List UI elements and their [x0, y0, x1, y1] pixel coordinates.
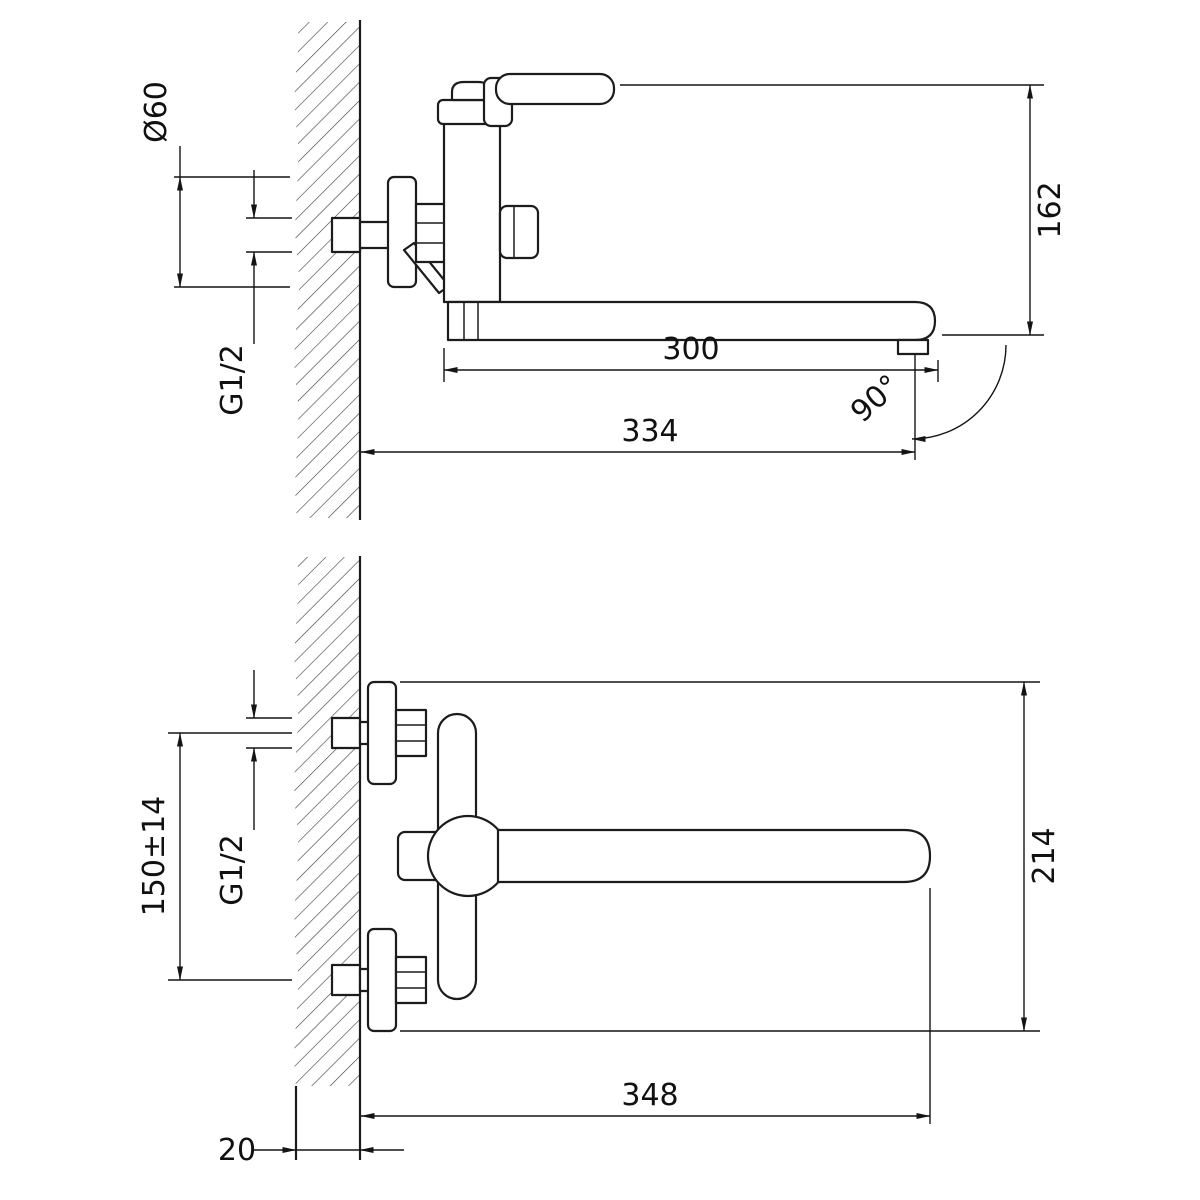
dimension-spout-length: 300: [443, 332, 939, 382]
spout-plan: [496, 828, 932, 884]
union-nut-plan-bottom: [394, 955, 428, 1005]
dimension-inlet-centers: 150±14: [137, 732, 292, 981]
wall-section-side: [294, 20, 362, 520]
dim-flange-diameter-label: Ø60: [139, 81, 174, 143]
dimension-swivel-angle: 90°: [844, 344, 1007, 442]
dim-projection-plan-label: 348: [621, 1078, 678, 1113]
dim-projection-side-label: 334: [621, 414, 678, 449]
union-nut-plan-top: [394, 708, 428, 758]
inwall-fitting: [330, 216, 362, 254]
side-view: Ø60 G1/2 162 300 334 90°: [139, 20, 1068, 520]
escutcheon-plan-bottom: [366, 927, 398, 1033]
dimension-projection-plan: 348: [360, 888, 931, 1124]
dim-overall-width-label: 214: [1027, 827, 1062, 884]
dim-spout-length-label: 300: [662, 332, 719, 367]
dimension-flange-diameter: Ø60: [139, 81, 290, 288]
inwall-fitting-top: [330, 716, 362, 750]
dimension-thread-side: G1/2: [215, 170, 292, 416]
dimension-overall-width: 214: [400, 681, 1062, 1032]
escutcheon-plan-top: [366, 680, 398, 786]
inwall-fitting-bottom: [330, 963, 362, 997]
mixer-body-side: [442, 116, 502, 304]
dimension-height: 162: [620, 84, 1068, 336]
plan-view: 150±14 G1/2 214 348 20: [137, 556, 1062, 1168]
dimension-projection-side: 334: [360, 354, 916, 460]
dimension-thread-plan: G1/2: [215, 670, 292, 906]
wall-section-plan: [294, 556, 362, 1160]
aerator: [896, 338, 930, 356]
dimension-wall-thickness: 20: [218, 1133, 404, 1168]
dim-swivel-angle-label: 90°: [844, 368, 907, 430]
union-nut-side: [414, 202, 448, 264]
dim-thread-side-label: G1/2: [215, 344, 250, 416]
dim-wall-thickness-label: 20: [218, 1133, 256, 1168]
dim-thread-plan-label: G1/2: [215, 834, 250, 906]
escutcheon-side: [386, 175, 418, 289]
dim-inlet-centers-label: 150±14: [137, 796, 172, 917]
lever-handle: [494, 72, 616, 106]
faucet-side-view: [330, 72, 937, 356]
faucet-plan-view: [330, 680, 932, 1033]
diverter-knob: [498, 204, 540, 260]
dim-height-label: 162: [1033, 181, 1068, 238]
cartridge-dome-plan: [426, 814, 510, 898]
